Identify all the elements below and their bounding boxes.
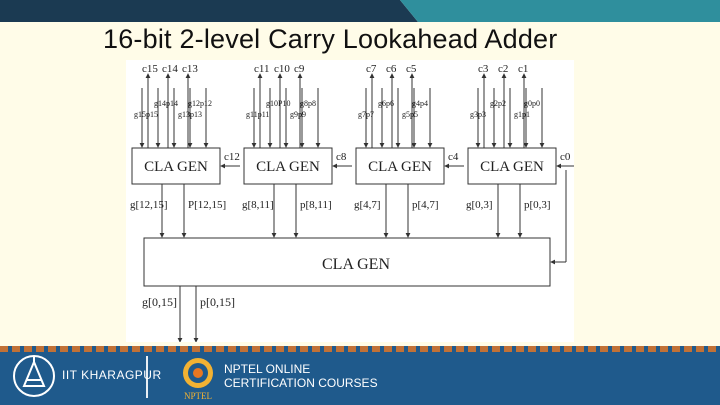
footer-accent-strip: [0, 346, 720, 352]
final-g-label: g[0,15]: [142, 295, 177, 309]
cla-gen-label: CLA GEN: [480, 159, 544, 175]
pg-label-bottom: g7p7: [358, 110, 374, 119]
pg-label-top: g8p8: [300, 99, 316, 108]
pg-label-bottom: g1p1: [514, 110, 530, 119]
cla-diagram: CLA GEN c15 c14 c13 g14p14 g12p12 g15p15 g13p13…: [126, 60, 574, 342]
pg-label-top: g0p0: [524, 99, 540, 108]
pg-label-bottom: g5p5: [402, 110, 418, 119]
group-p-label: p[8,11]: [300, 199, 332, 211]
cla-group-1: CLA GEN c11 c10 c9 g10P10 g8p8 g11p11 g9p9 c8 g[8…: [242, 63, 352, 238]
pg-label-bottom: g15p15: [134, 110, 158, 119]
footer-bar: [0, 346, 720, 405]
cla-gen-block: [243, 147, 333, 185]
nptel-logo-text: NPTEL: [184, 391, 212, 401]
carry-in-label: c8: [336, 151, 347, 163]
carry-out-label: c3: [478, 63, 489, 75]
carry-in-label: c4: [448, 151, 459, 163]
pg-label-top: g6p6: [378, 99, 394, 108]
cla-group-2: CLA GEN c7 c6 c5 g6p6 g4p4 g7p7 g5p5 c4 g[4,7] p[4…: [354, 63, 464, 238]
cla-groups: CLA GEN c15 c14 c13 g14p14 g12p12 g15p15 g13p13…: [130, 63, 574, 238]
pg-label-top: g12p12: [188, 99, 212, 108]
cla-gen-block: [131, 147, 221, 185]
nptel-logo-icon: NPTEL: [183, 358, 213, 401]
carry-out-label: c10: [274, 63, 290, 75]
nptel-line2: CERTIFICATION COURSES: [224, 376, 378, 390]
group-g-label: g[12,15]: [130, 199, 168, 211]
carry-out-label: c1: [518, 63, 528, 75]
cla-group-0: CLA GEN c15 c14 c13 g14p14 g12p12 g15p15 g13p13…: [130, 63, 240, 238]
footer-divider: [146, 356, 148, 398]
group-p-label: p[4,7]: [412, 199, 439, 211]
carry-out-label: c11: [254, 63, 269, 75]
carry-out-label: c7: [366, 63, 377, 75]
carry-out-label: c5: [406, 63, 417, 75]
cla-diagram-svg: CLA GEN c15 c14 c13 g14p14 g12p12 g15p15 g13p13…: [130, 63, 574, 342]
top-cla-gen-label: CLA GEN: [322, 256, 390, 273]
top-band: [0, 0, 720, 22]
cla-gen-label: CLA GEN: [256, 159, 320, 175]
carry-out-label: c13: [182, 63, 198, 75]
group-g-label: g[4,7]: [354, 199, 381, 211]
carry-out-label: c15: [142, 63, 158, 75]
nptel-course-text: NPTEL ONLINE CERTIFICATION COURSES: [224, 362, 378, 390]
institute-name: IIT KHARAGPUR: [62, 368, 162, 382]
iit-kharagpur-logo-icon: [13, 355, 55, 397]
nptel-line1: NPTEL ONLINE: [224, 362, 311, 376]
carry-out-label: c9: [294, 63, 305, 75]
carry-in-label: c0: [560, 151, 571, 163]
carry-out-label: c14: [162, 63, 178, 75]
cla-gen-label: CLA GEN: [368, 159, 432, 175]
cla-group-3: CLA GEN c3 c2 c1 g2p2 g0p0 g3p3 g1p1 c0 g[0,3] p[0…: [466, 63, 574, 238]
carry-out-label: c2: [498, 63, 508, 75]
carry-in-label: c12: [224, 151, 240, 163]
pg-label-bottom: g11p11: [246, 110, 269, 119]
top-cla-gen-block: [143, 237, 551, 287]
slide-title: 16-bit 2-level Carry Lookahead Adder: [103, 24, 558, 54]
pg-label-top: g2p2: [490, 99, 506, 108]
group-g-label: g[8,11]: [242, 199, 274, 211]
group-g-label: g[0,3]: [466, 199, 493, 211]
final-p-label: p[0,15]: [200, 295, 235, 309]
group-p-label: P[12,15]: [188, 199, 226, 211]
cla-gen-label: CLA GEN: [144, 159, 208, 175]
pg-label-top: g10P10: [266, 99, 290, 108]
pg-label-top: g4p4: [412, 99, 428, 108]
pg-label-top: g14p14: [154, 99, 178, 108]
pg-label-bottom: g9p9: [290, 110, 306, 119]
group-p-label: p[0,3]: [524, 199, 551, 211]
pg-label-bottom: g3p3: [470, 110, 486, 119]
pg-label-bottom: g13p13: [178, 110, 202, 119]
cla-gen-block: [467, 147, 557, 185]
cla-gen-block: [355, 147, 445, 185]
carry-out-label: c6: [386, 63, 397, 75]
